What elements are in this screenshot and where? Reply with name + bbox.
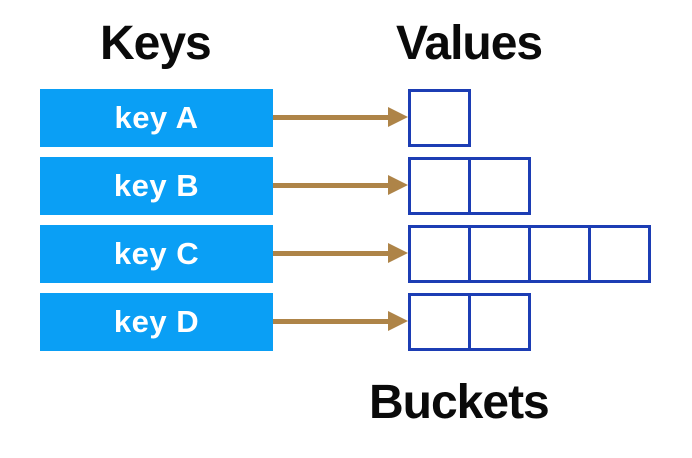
key-label: key B — [113, 168, 200, 203]
arrowhead-icon — [388, 311, 408, 331]
arrowhead-icon — [388, 175, 408, 195]
key-label: key A — [114, 100, 199, 135]
bucket-cell — [468, 157, 531, 215]
keys-heading: Keys — [100, 17, 212, 70]
arrow-line — [273, 115, 389, 120]
bucket-cell — [528, 225, 591, 283]
buckets-heading: Buckets — [369, 376, 550, 429]
key-box: key B — [40, 157, 273, 215]
key-box: key C — [40, 225, 273, 283]
arrow-line — [273, 251, 389, 256]
bucket-cell — [588, 225, 651, 283]
values-heading: Values — [396, 17, 543, 70]
bucket-cell — [408, 225, 471, 283]
bucket-group — [408, 89, 471, 147]
diagram-row-key-d: key D — [0, 293, 692, 351]
diagram-row-key-c: key C — [0, 225, 692, 283]
bucket-group — [408, 293, 531, 351]
key-box: key A — [40, 89, 273, 147]
bucket-cell — [468, 293, 531, 351]
bucket-cell — [408, 89, 471, 147]
bucket-group — [408, 225, 651, 283]
arrowhead-icon — [388, 243, 408, 263]
key-label: key D — [113, 304, 200, 339]
key-label: key C — [113, 236, 200, 271]
diagram-row-key-a: key A — [0, 89, 692, 147]
bucket-cell — [408, 157, 471, 215]
bucket-cell — [468, 225, 531, 283]
arrow-line — [273, 319, 389, 324]
diagram-row-key-b: key B — [0, 157, 692, 215]
arrowhead-icon — [388, 107, 408, 127]
bucket-cell — [408, 293, 471, 351]
key-box: key D — [40, 293, 273, 351]
bucket-group — [408, 157, 531, 215]
arrow-line — [273, 183, 389, 188]
